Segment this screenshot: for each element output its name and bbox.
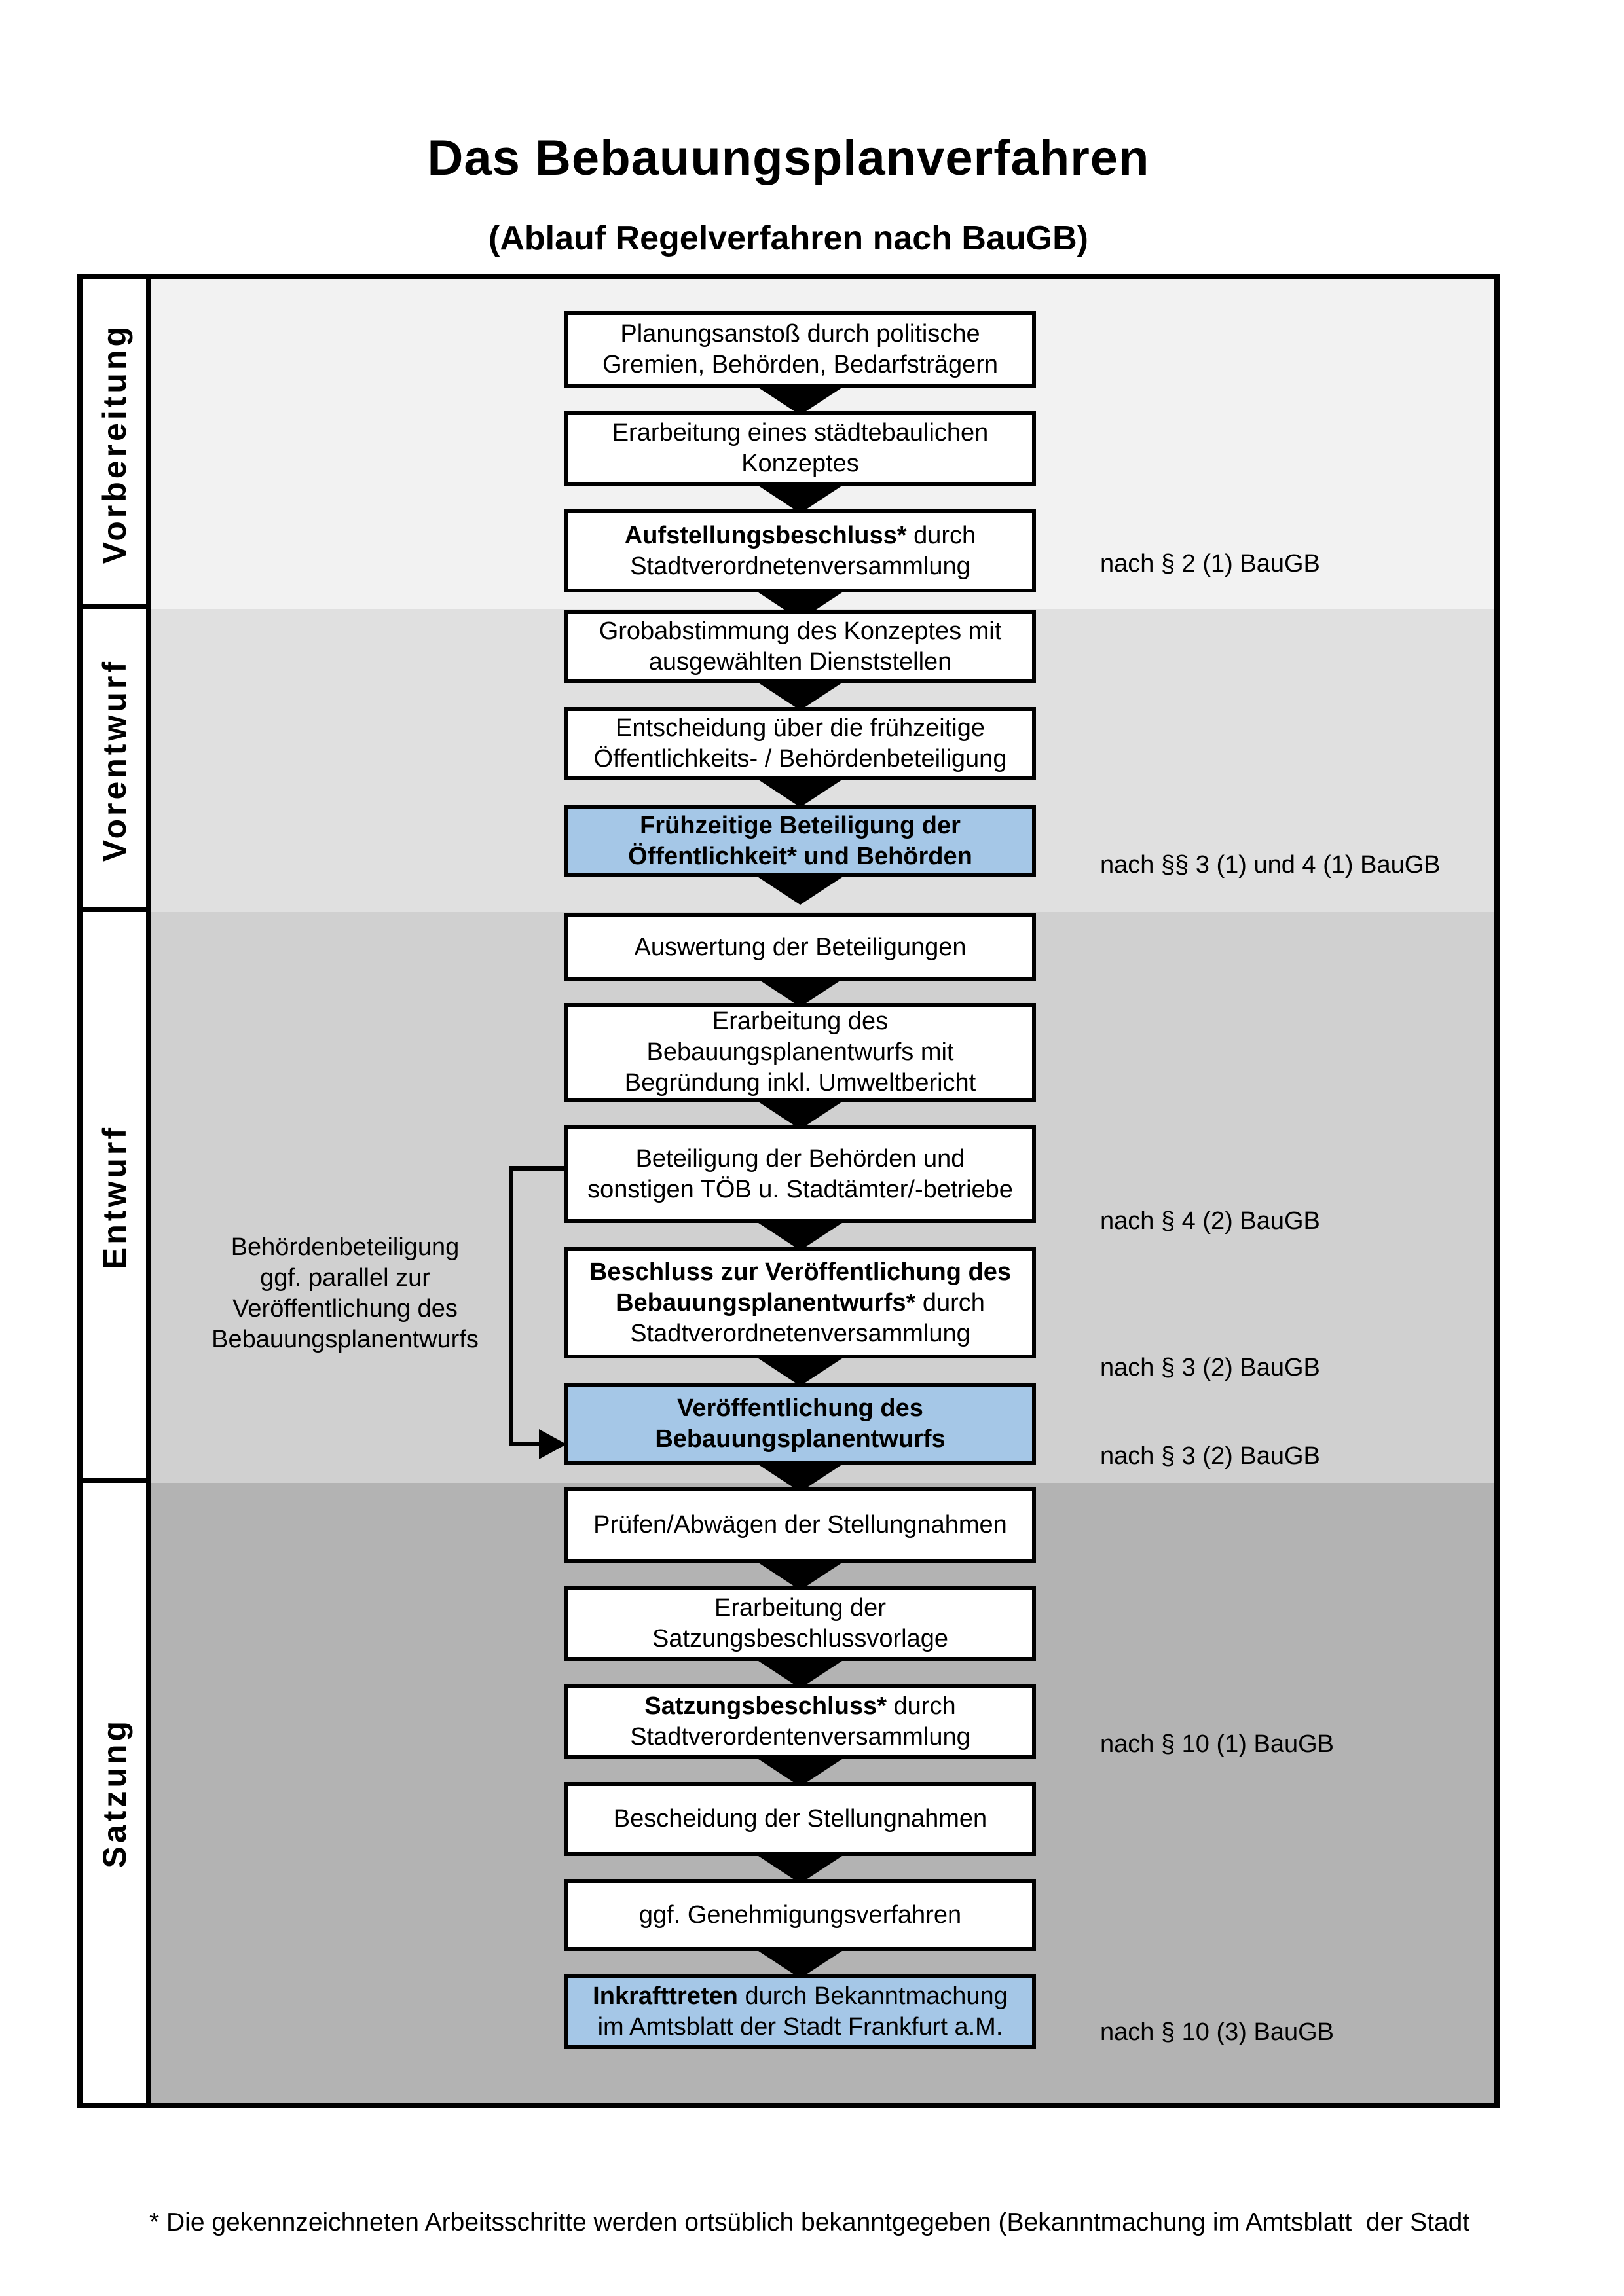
phase-label-vorentwurf: Vorentwurf — [96, 659, 133, 862]
bracket-top-line — [509, 1166, 564, 1171]
law-ref-aufstellungsbeschluss: nach § 2 (1) BauGB — [1100, 550, 1320, 577]
flow-box-beschluss-veroeffentlichung: Beschluss zur Veröffentlichung des Bebau… — [564, 1247, 1036, 1358]
flow-arrow-down-icon — [754, 875, 846, 905]
flow-box-genehmigungsverfahren: ggf. Genehmigungsverfahren — [564, 1879, 1036, 1951]
flow-box-erarbeitung-entwurf: Erarbeitung des Bebauungsplanentwurfs mi… — [564, 1003, 1036, 1102]
flow-arrow-down-icon — [754, 1356, 846, 1386]
law-ref-beschluss-veroeffentlichung: nach § 3 (2) BauGB — [1100, 1354, 1320, 1381]
flow-arrow-down-icon — [754, 977, 846, 1007]
flow-arrow-down-icon — [754, 1560, 846, 1590]
flowchart-frame: Vorbereitung Vorentwurf Entwurf Satzung … — [77, 274, 1500, 2108]
law-ref-fruehzeitige-beteiligung: nach §§ 3 (1) und 4 (1) BauGB — [1100, 851, 1441, 879]
flow-arrow-down-icon — [754, 680, 846, 710]
flow-box-aufstellungsbeschluss: Aufstellungsbeschluss* durch Stadtverord… — [564, 509, 1036, 592]
phase-label-vorbereitung: Vorbereitung — [96, 323, 133, 564]
phase-divider — [83, 907, 151, 912]
flow-arrow-down-icon — [754, 1220, 846, 1250]
bracket-vertical-line — [509, 1166, 513, 1446]
flow-box-staedtebauliches-konzept: Erarbeitung eines städtebaulichen Konzep… — [564, 411, 1036, 486]
flow-box-inkrafttreten: Inkrafttreten durch Bekanntmachung im Am… — [564, 1974, 1036, 2049]
page-title: Das Bebauungsplanverfahren — [427, 130, 1150, 186]
law-ref-satzungsbeschluss: nach § 10 (1) BauGB — [1100, 1730, 1334, 1758]
flow-box-entscheidung-beteiligung: Entscheidung über die frühzeitige Öffent… — [564, 707, 1036, 780]
law-ref-veroeffentlichung-entwurf: nach § 3 (2) BauGB — [1100, 1442, 1320, 1470]
bracket-arrow-right-icon — [539, 1429, 566, 1459]
flow-box-behoerdenbeteiligung: Beteiligung der Behörden und sonstigen T… — [564, 1125, 1036, 1223]
flow-box-veroeffentlichung-entwurf: Veröffentlichung des Bebauungsplanentwur… — [564, 1383, 1036, 1465]
phase-label-satzung: Satzung — [96, 1717, 133, 1868]
flow-arrow-down-icon — [754, 483, 846, 513]
flow-box-grobabstimmung: Grobabstimmung des Konzeptes mit ausgewä… — [564, 610, 1036, 683]
flow-arrow-down-icon — [754, 1099, 846, 1129]
flow-box-planungsanstoss: Planungsanstoß durch politische Gremien,… — [564, 311, 1036, 388]
phase-label-entwurf: Entwurf — [96, 1125, 133, 1270]
side-note-parallel-beteiligung: Behördenbeteiligung ggf. parallel zur Ve… — [212, 1233, 479, 1353]
flow-arrow-down-icon — [754, 1757, 846, 1787]
law-ref-inkrafttreten: nach § 10 (3) BauGB — [1100, 2018, 1334, 2046]
flow-arrow-down-icon — [754, 1658, 846, 1688]
flow-box-satzungsbeschluss: Satzungsbeschluss* durch Stadtverordente… — [564, 1684, 1036, 1759]
flow-arrow-down-icon — [754, 777, 846, 807]
flow-box-pruefen-abwaegen: Prüfen/Abwägen der Stellungnahmen — [564, 1487, 1036, 1563]
bracket-bottom-line — [509, 1442, 540, 1446]
phase-label-column: Vorbereitung Vorentwurf Entwurf Satzung — [83, 279, 151, 2103]
phase-divider — [83, 1478, 151, 1483]
flow-arrow-down-icon — [754, 1853, 846, 1884]
phase-divider — [83, 604, 151, 609]
law-ref-behoerdenbeteiligung: nach § 4 (2) BauGB — [1100, 1207, 1320, 1235]
flow-box-auswertung: Auswertung der Beteiligungen — [564, 913, 1036, 981]
flow-arrow-down-icon — [754, 1462, 846, 1492]
flow-arrow-down-icon — [754, 385, 846, 415]
flow-box-fruehzeitige-beteiligung: Frühzeitige Beteiligung der Öffentlichke… — [564, 805, 1036, 877]
flow-arrow-down-icon — [754, 1948, 846, 1978]
flow-box-bescheidung: Bescheidung der Stellungnahmen — [564, 1782, 1036, 1856]
flow-box-satzungsbeschlussvorlage: Erarbeitung der Satzungsbeschlussvorlage — [564, 1586, 1036, 1661]
page-subtitle: (Ablauf Regelverfahren nach BauGB) — [489, 219, 1088, 257]
footnote: * Die gekennzeichneten Arbeitsschritte w… — [149, 2208, 1470, 2236]
